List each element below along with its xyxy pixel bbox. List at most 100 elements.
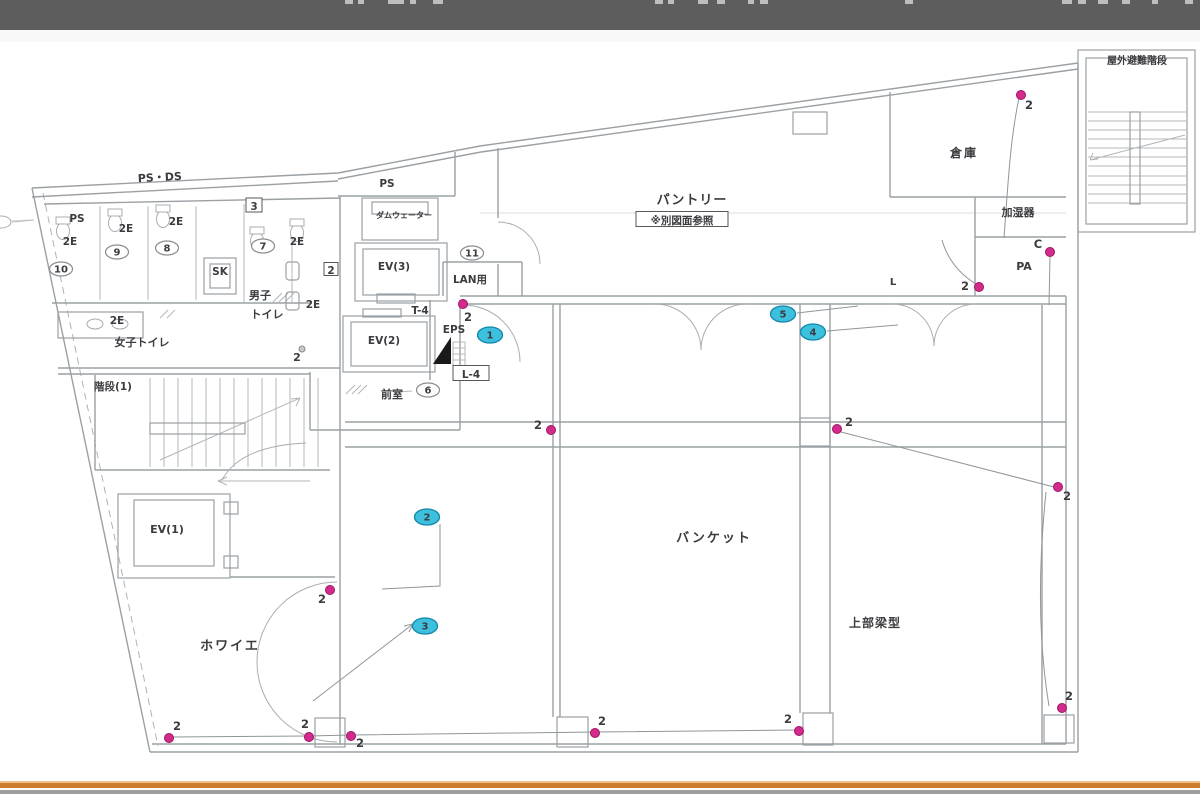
cyan-marker — [476, 326, 504, 344]
header-text-fragment — [1078, 0, 1086, 4]
boxed-label-frame — [452, 365, 490, 381]
pink-marker — [1045, 247, 1055, 257]
boxed-label-text: ※別図面参照 — [651, 214, 714, 227]
cyan-marker-number: 5 — [780, 310, 787, 321]
pink-marker-label: 2 — [173, 719, 181, 733]
room-label: 2E — [169, 216, 183, 228]
pink-marker-label: C — [1034, 237, 1042, 251]
boxed-label-frame — [245, 197, 263, 213]
pink-marker — [458, 299, 468, 309]
pink-marker-label: 2 — [1065, 689, 1073, 703]
pink-marker-label: 2 — [1063, 489, 1071, 503]
boxed-label-text: 2 — [327, 265, 334, 277]
pink-marker-label: 2 — [356, 736, 364, 750]
room-label: 2E — [119, 223, 133, 235]
pink-marker-label: 2 — [301, 717, 309, 731]
pink-marker — [346, 731, 356, 741]
cyan-marker-number: 4 — [810, 328, 817, 339]
pink-marker — [832, 424, 842, 434]
room-labels: PS・DSPSPS2E2E2E2E2E2ESK男子トイレ女子トイレ階段(1)ダム… — [63, 54, 1167, 654]
pink-marker-label: 2 — [598, 714, 606, 728]
pink-marker — [304, 732, 314, 742]
reference-oval-number: 7 — [260, 242, 267, 253]
room-label: トイレ — [251, 308, 284, 321]
pink-marker — [590, 728, 600, 738]
cyan-marker — [799, 323, 827, 341]
header-bar — [0, 0, 1200, 30]
room-label: 階段(1) — [94, 380, 132, 393]
reference-oval — [250, 238, 276, 254]
header-text-fragment — [433, 0, 443, 4]
room-label: 加湿器 — [1001, 205, 1036, 219]
room-label: 男子 — [249, 289, 271, 302]
reference-oval — [415, 382, 441, 398]
room-label: 2E — [290, 236, 304, 248]
header-text-fragment — [668, 0, 674, 4]
room-label: PS・DS — [137, 170, 182, 185]
room-label: ダムウェーター — [376, 210, 432, 220]
header-text-fragment — [760, 0, 768, 4]
boxed-label-text: 3 — [250, 201, 257, 213]
room-label: LAN用 — [453, 274, 487, 286]
header-text-fragment — [410, 0, 416, 4]
cyan-marker — [411, 617, 439, 635]
pink-marker — [1053, 482, 1063, 492]
room-label: T-4 — [411, 305, 428, 317]
room-label: バンケット — [676, 531, 752, 546]
reference-oval — [48, 261, 74, 277]
room-label: 2E — [110, 315, 124, 327]
room-label: 屋外避難階段 — [1107, 54, 1167, 67]
room-label: 上部梁型 — [849, 615, 901, 630]
pink-marker-label: 2 — [464, 310, 472, 324]
room-label: EV(2) — [368, 335, 400, 347]
header-text-fragment — [388, 0, 404, 4]
reference-oval — [104, 244, 130, 260]
header-text-fragment — [1098, 0, 1108, 4]
pink-marker — [794, 726, 804, 736]
header-text-fragment — [905, 0, 913, 4]
pink-marker-label: 2 — [1025, 98, 1033, 112]
room-label: パントリー — [657, 193, 728, 208]
reference-oval — [154, 240, 180, 256]
boxed-label-text: L-4 — [462, 369, 480, 381]
reference-oval-number: 6 — [425, 386, 432, 397]
pink-marker-label: 2 — [961, 279, 969, 293]
room-label: 2E — [306, 299, 320, 311]
room-label: L — [890, 277, 897, 288]
pink-marker — [1057, 703, 1067, 713]
room-label: 前室 — [381, 387, 403, 401]
pink-marker — [325, 585, 335, 595]
pink-marker-label: 2 — [318, 592, 326, 606]
cyan-marker-number: 2 — [424, 513, 431, 524]
boxed-label-frame — [323, 262, 339, 276]
boxed-labels: 3 2L-4 ※別図面参照 — [245, 197, 729, 381]
room-label: 倉庫 — [949, 145, 978, 160]
header-text-fragment — [358, 0, 364, 4]
header-text-fragment — [345, 0, 353, 4]
pink-marker-label: 2 — [845, 415, 853, 429]
pink-marker — [1016, 90, 1026, 100]
header-text-fragment — [655, 0, 663, 4]
pink-marker — [164, 733, 174, 743]
header-text-fragment — [1122, 0, 1130, 4]
cyan-marker-number: 3 — [422, 622, 429, 633]
room-label: 2E — [63, 236, 77, 248]
header-text-fragment — [1152, 0, 1158, 4]
structure-rects — [57, 49, 1196, 748]
footer-accent-light — [0, 781, 1200, 783]
reference-oval-number: 8 — [164, 244, 171, 255]
pink-marker — [974, 282, 984, 292]
room-label: 女子トイレ — [115, 335, 170, 349]
header-text-fragment — [748, 0, 754, 4]
cyan-marker — [413, 508, 441, 526]
reference-oval-number: 9 — [114, 248, 121, 259]
room-label: EV(1) — [150, 523, 184, 536]
reference-oval-number: 10 — [54, 265, 68, 276]
page-top-strip — [0, 30, 1200, 42]
room-label: ホワイエ — [200, 639, 260, 654]
reference-oval — [459, 245, 485, 261]
room-label: SK — [212, 266, 229, 278]
